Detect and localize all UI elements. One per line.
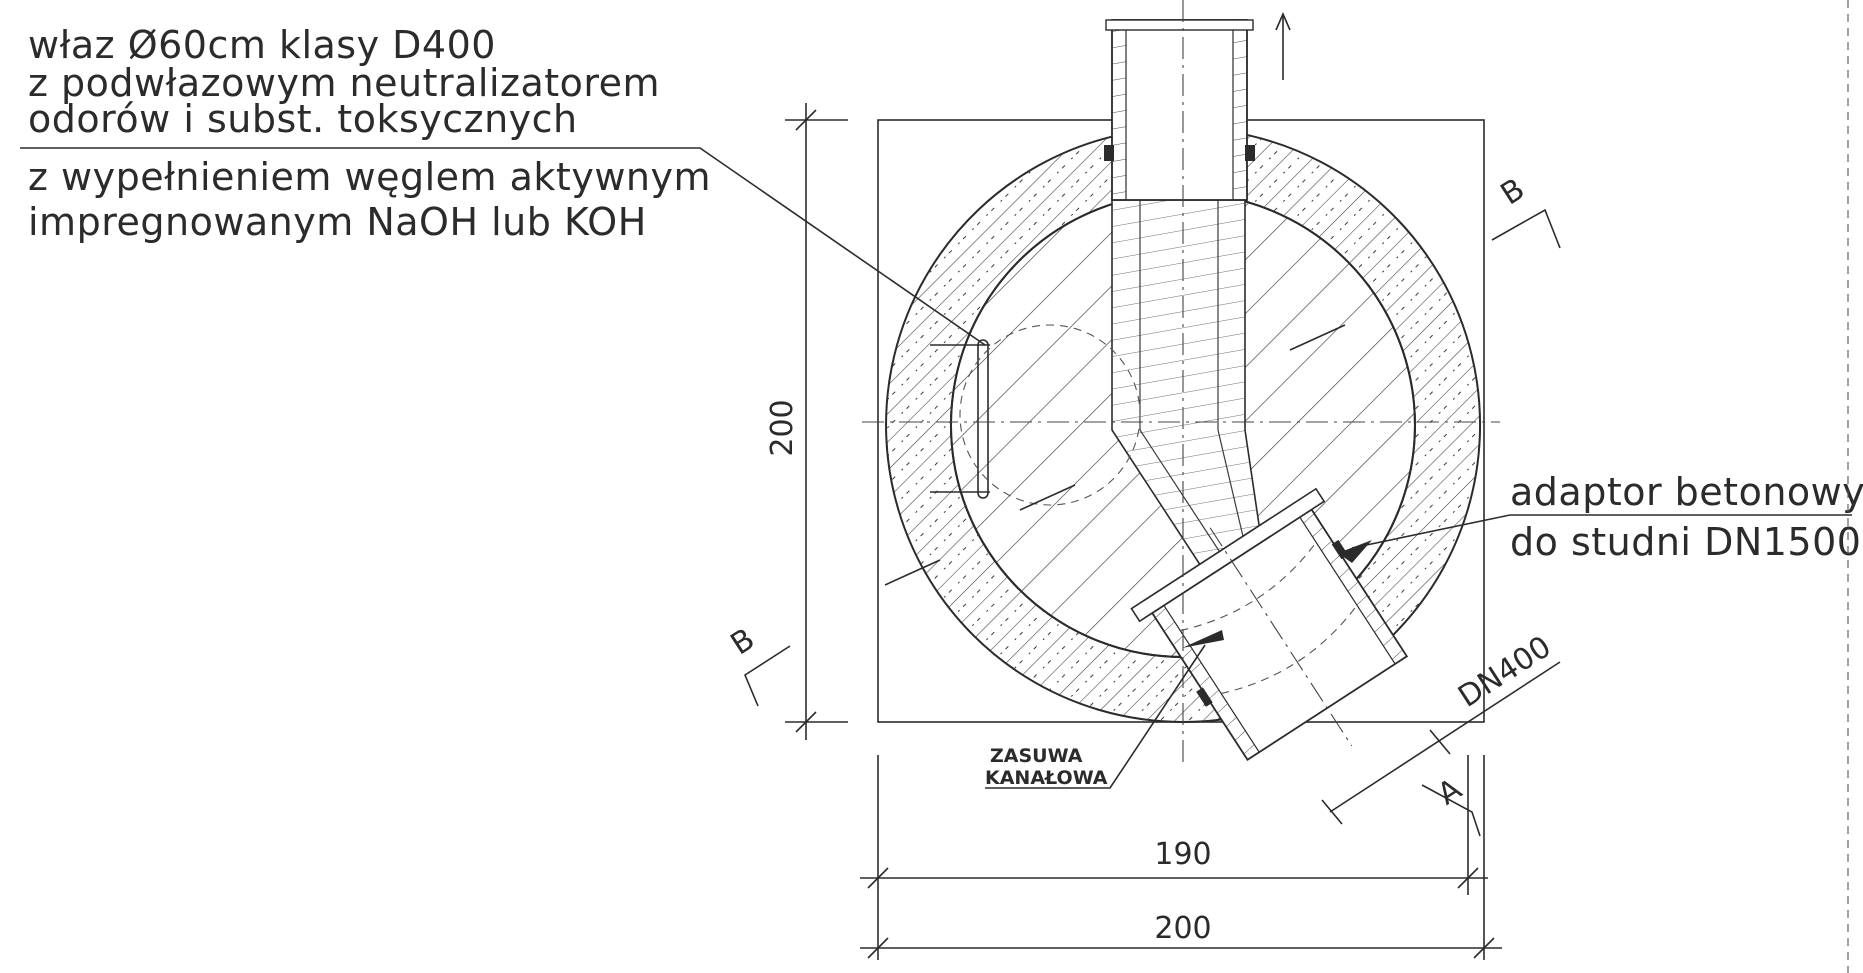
manhole-label-line1: właz Ø60cm klasy D400: [28, 23, 496, 67]
height-dimension: [785, 103, 848, 740]
inlet-pipe-with-adapter: [1130, 487, 1409, 762]
manhole-opening-outline: [959, 324, 1141, 506]
manhole-label-line3: odorów i subst. toksycznych: [28, 97, 578, 141]
outer-width-label: 200: [1154, 911, 1211, 946]
pipe-diameter-dimension: [1321, 661, 1561, 825]
adapter-label-line2: do studni DN1500: [1510, 520, 1861, 564]
section-marker-b-top: [1491, 208, 1561, 249]
adapter-label-line1: adaptor betonowy: [1510, 470, 1863, 514]
section-marker-b-bottom: [744, 645, 791, 707]
manhole-label-line2: z podwłazowym neutralizatorem: [28, 61, 660, 105]
adapter-leader-line: [1351, 514, 1852, 549]
pipe-diameter-label: DN400: [1452, 629, 1557, 714]
flow-channel-hatch: [1112, 200, 1262, 580]
valve-leader-line: [985, 644, 1206, 789]
flow-arrow-up-icon: [1275, 12, 1291, 80]
section-b-top-label: B: [1495, 172, 1531, 213]
section-b-bottom-label: B: [725, 622, 761, 663]
outlet-pipe: [1104, 19, 1255, 201]
valve-wedge: [1182, 630, 1224, 648]
height-dimension-label: 200: [765, 399, 800, 456]
inner-width-label: 190: [1154, 837, 1211, 872]
valve-label-line2: KANAŁOWA: [985, 767, 1108, 789]
outer-width-dimension: [860, 755, 1502, 960]
ladder-steps: [930, 339, 990, 499]
inner-width-dimension: [860, 755, 1488, 895]
filling-label-line2: impregnowanym NaOH lub KOH: [28, 200, 647, 244]
valve-label-line1: ZASUWA: [990, 745, 1083, 767]
filling-label-line1: z wypełnieniem węglem aktywnym: [28, 155, 711, 199]
manhole-leader-line: [20, 147, 986, 346]
section-marker-a: [1421, 784, 1481, 837]
